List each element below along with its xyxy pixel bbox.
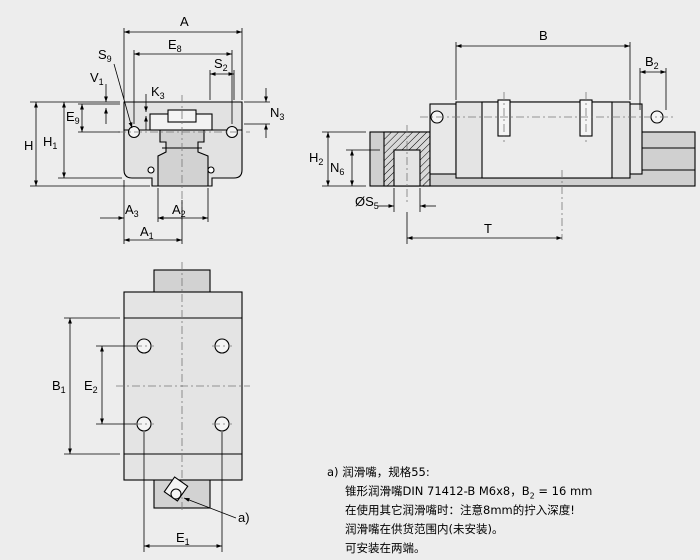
dim-n6-label: N6: [330, 160, 344, 177]
dim-v1-label: V1: [90, 70, 104, 87]
dim-s2-label: S2: [214, 56, 228, 73]
dim-e2-label: E2: [84, 378, 98, 395]
dim-h1-label: H1: [43, 134, 57, 151]
dim-n3-label: N3: [270, 105, 284, 122]
lube-nipple: [163, 476, 189, 502]
lubrication-note: a) 润滑嘴，规格55: 锥形润滑嘴DIN 71412-B M6x8，B2 = …: [327, 463, 592, 558]
dim-t-label: T: [484, 221, 492, 236]
dim-b1-label: B1: [52, 378, 66, 395]
dim-a-label: A: [180, 14, 189, 29]
note-line-5: 可安装在两端。: [345, 541, 426, 555]
dim-e9-label: E9: [66, 109, 80, 126]
dim-a3-label: A3: [125, 202, 139, 219]
note-line-2: 锥形润滑嘴DIN 71412-B M6x8，B2 = 16 mm: [345, 484, 593, 501]
dim-h-label: H: [24, 138, 33, 153]
note-line-3: 在使用其它润滑嘴时：注意8mm的拧入深度!: [345, 503, 575, 517]
dim-a1-label: A1: [140, 224, 154, 241]
dim-s5-label: ØS5: [355, 194, 379, 211]
dim-h2-label: H2: [309, 150, 323, 167]
dim-b-label: B: [539, 28, 548, 43]
dim-b2-label: B2: [645, 54, 659, 71]
dim-s9-label: S9: [98, 47, 112, 64]
front-view: A E8 S9 S2 V1 K3 N3 E9 H H1 A3 A2 A1: [24, 14, 284, 244]
note-line-1: a) 润滑嘴，规格55:: [327, 465, 430, 479]
dim-k3-label: K3: [151, 84, 165, 101]
callout-a-label: a): [238, 510, 250, 525]
note-line-4: 润滑嘴在供货范围内(未安装)。: [345, 522, 504, 536]
dim-e8-label: E8: [168, 37, 182, 54]
dim-e1-label: E1: [176, 530, 190, 547]
dim-a2-label: A2: [172, 202, 186, 219]
top-view: B1 E2 E1 a): [52, 262, 250, 552]
rail-front-profile: [157, 129, 209, 187]
side-view: B B2 H2 N6 ØS5 T: [309, 28, 696, 244]
